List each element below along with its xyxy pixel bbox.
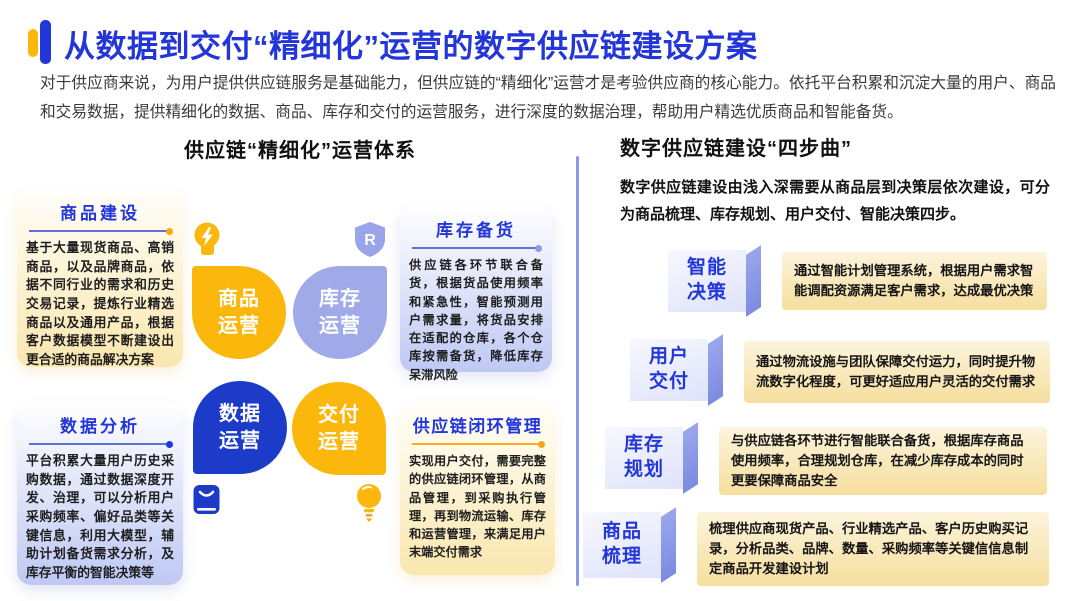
step-description: 通过物流设施与团队保障交付运力，同时提升物流数字化程度，可更好适应用户灵活的交付… [744,341,1050,403]
rule-dot [166,440,173,448]
card-rule [412,244,542,252]
page-subtitle: 对于供应商来说，为用户提供供应链服务是基础能力，但供应链的“精细化”运营才是考验… [40,75,1056,121]
step-description-text: 通过智能计划管理系统，根据用户需求智能调配资源满足客户需求，达成最优决策 [794,263,1034,298]
step-description: 梳理供应商现货产品、行业精选产品、客户历史购买记录，分析品类、品牌、数量、采购频… [697,512,1049,586]
step-description-text: 与供应链各环节进行智能联合备货，根据库存商品使用频率，合理规划仓库，在减少库存成… [731,433,1024,488]
card-closed-loop-management: 供应链闭环管理 实现用户交付，需要完整的供应链闭环管理，从商品管理，到采购执行管… [400,403,555,575]
right-intro-text: 数字供应链建设由浅入深需要从商品层到决策层依次建设，可分为商品梳理、库存规划、用… [620,179,1050,223]
rule-dot [535,244,542,252]
card-title: 库存备货 [436,221,516,240]
title-row: 从数据到交付“精细化”运营的数字供应链建设方案 [28,20,758,66]
step-3d-edge [746,245,761,317]
card-rule [412,440,545,448]
step-description: 与供应链各环节进行智能联合备货，根据库存商品使用频率，合理规划仓库，在减少库存成… [719,427,1047,495]
step-label: 智能 决策 [668,250,746,312]
card-body: 实现用户交付，需要完整的供应链闭环管理，从商品管理，到采购执行管理，再到物流运输… [409,454,546,560]
bubble-delivery-operation: 交付 运营 [292,382,386,475]
bubble-inventory-operation: 库存 运营 [293,266,387,359]
bubble-product-operation: 商品 运营 [192,266,286,359]
card-inventory-stocking: 库存备货 供应链各环节联合备货，根据货品使用频率和紧急性，智能预测用户需求量，将… [400,207,552,382]
shield-r-icon: R [355,222,385,257]
step-3d-edge [708,334,723,406]
shopping-bag-icon [193,485,220,514]
step-3d-edge [683,422,698,494]
shield-letter: R [364,232,376,249]
card-title: 数据分析 [60,417,140,436]
step-label: 商品 梳理 [583,512,661,578]
bubble-data-operation: 数据 运营 [193,381,287,474]
step-label: 用户 交付 [630,339,708,401]
step-description-text: 通过物流设施与团队保障交付运力，同时提升物流数字化程度，可更好适应用户灵活的交付… [756,354,1036,389]
card-rule [29,227,173,235]
step-description-text: 梳理供应商现货产品、行业精选产品、客户历史购买记录，分析品类、品牌、数量、采购频… [709,521,1029,576]
section-divider [576,156,579,586]
card-body: 基于大量现货商品、高销商品，以及品牌商品，依据不同行业的需求和历史交易记录，提炼… [26,240,174,368]
card-body: 供应链各环节联合备货，根据货品使用频率和紧急性，智能预测用户需求量，将货品安排在… [409,258,543,382]
card-rule [29,440,173,448]
lightbulb-icon [357,484,381,522]
card-title: 商品建设 [60,204,140,223]
step-3d-edge [661,507,676,583]
card-body: 平台积累大量用户历史采购数据，通过数据深度开发、治理，可以分析用户采购频率、偏好… [26,453,174,581]
title-marker-icon [28,20,54,66]
page-title: 从数据到交付“精细化”运营的数字供应链建设方案 [64,28,758,64]
head-bolt-icon [194,222,220,255]
right-section-title: 数字供应链建设“四步曲” [620,138,852,160]
card-title: 供应链闭环管理 [412,417,543,436]
rule-dot [166,227,173,235]
card-data-analysis: 数据分析 平台积累大量用户历史采购数据，通过数据深度开发、治理，可以分析用户采购… [17,403,183,585]
card-product-construction: 商品建设 基于大量现货商品、高销商品，以及品牌商品，依据不同行业的需求和历史交易… [17,190,183,367]
step-label: 库存 规划 [605,427,683,489]
left-section-title: 供应链“精细化”运营体系 [184,140,416,162]
rule-dot [538,440,545,448]
step-description: 通过智能计划管理系统，根据用户需求智能调配资源满足客户需求，达成最优决策 [782,252,1047,310]
